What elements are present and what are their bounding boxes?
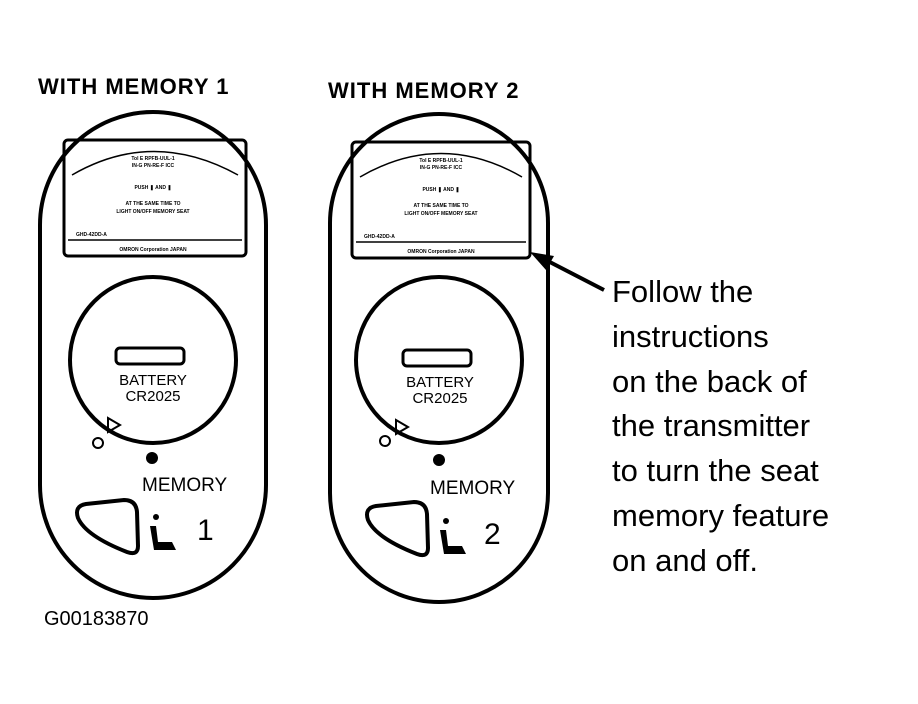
callout-line: Follow the xyxy=(612,274,754,309)
label-line: OMRON Corporation JAPAN xyxy=(407,249,475,255)
callout-line: to turn the seat xyxy=(612,453,819,489)
label-line: GHD-42DD-A xyxy=(364,234,395,240)
callout-line: on and off. xyxy=(612,542,758,578)
transmitter-body xyxy=(38,110,268,600)
battery-model: CR2025 xyxy=(412,390,467,407)
memory-indicator-dot xyxy=(433,454,445,466)
memory-label: MEMORY xyxy=(142,475,227,496)
callout-line: the transmitter xyxy=(612,408,811,444)
instruction-callout: Follow the instructions on the back of t… xyxy=(612,270,829,584)
triangle-icon xyxy=(107,416,122,434)
callout-line: on the back of xyxy=(612,363,807,399)
label-line: OMRON Corporation JAPAN xyxy=(119,247,187,253)
label-line: IN-G PN-RE-F ICC xyxy=(420,165,463,171)
seat-icon xyxy=(150,514,176,550)
label-line: LIGHT ON/OFF MEMORY SEAT xyxy=(404,211,477,217)
seat-icon xyxy=(440,518,466,554)
label-line: IN-G PN-RE-F ICC xyxy=(132,163,175,169)
memory-label: MEMORY xyxy=(430,478,515,499)
battery-label: BATTERY xyxy=(119,372,187,389)
memory-number: 1 xyxy=(197,514,214,547)
callout-line: memory feature xyxy=(612,497,830,533)
battery-slot xyxy=(114,346,186,366)
label-line: Tol E RPFB-UUL-1 xyxy=(131,156,174,162)
label-line: Tol E RPFB-UUL-1 xyxy=(419,158,462,164)
arrow-icon xyxy=(530,252,605,292)
memory-number: 2 xyxy=(484,518,501,551)
memory-button[interactable] xyxy=(75,497,141,556)
transmitter-1: Tol E RPFB-UUL-1 IN-G PN-RE-F ICC PUSH ❚… xyxy=(38,110,268,600)
instruction-label xyxy=(350,140,532,260)
figure-id: G00183870 xyxy=(44,608,149,630)
heading-with-memory-2: WITH MEMORY 2 xyxy=(328,78,520,103)
label-line: PUSH ❚ AND ❚ xyxy=(422,187,459,193)
open-circle-mark xyxy=(92,437,104,449)
label-line: PUSH ❚ AND ❚ xyxy=(134,185,171,191)
label-line: GHD-42DD-A xyxy=(76,232,107,238)
transmitter-2: Tol E RPFB-UUL-1 IN-G PN-RE-F ICC PUSH ❚… xyxy=(328,112,550,604)
label-line: AT THE SAME TIME TO xyxy=(125,201,180,207)
transmitter-body xyxy=(328,112,550,604)
battery-slot xyxy=(401,348,473,368)
callout-line: instructions xyxy=(612,318,769,354)
memory-button[interactable] xyxy=(365,499,431,558)
battery-cover xyxy=(68,275,238,445)
battery-model: CR2025 xyxy=(125,388,180,405)
label-line: AT THE SAME TIME TO xyxy=(413,203,468,209)
label-arc xyxy=(359,152,523,178)
open-circle-mark xyxy=(379,435,391,447)
instruction-label xyxy=(62,138,248,258)
battery-cover xyxy=(354,275,524,445)
memory-indicator-dot xyxy=(146,452,158,464)
label-line: LIGHT ON/OFF MEMORY SEAT xyxy=(116,209,189,215)
triangle-icon xyxy=(395,418,410,436)
label-arc xyxy=(71,150,239,176)
heading-with-memory-1: WITH MEMORY 1 xyxy=(38,74,230,99)
battery-label: BATTERY xyxy=(406,374,474,391)
